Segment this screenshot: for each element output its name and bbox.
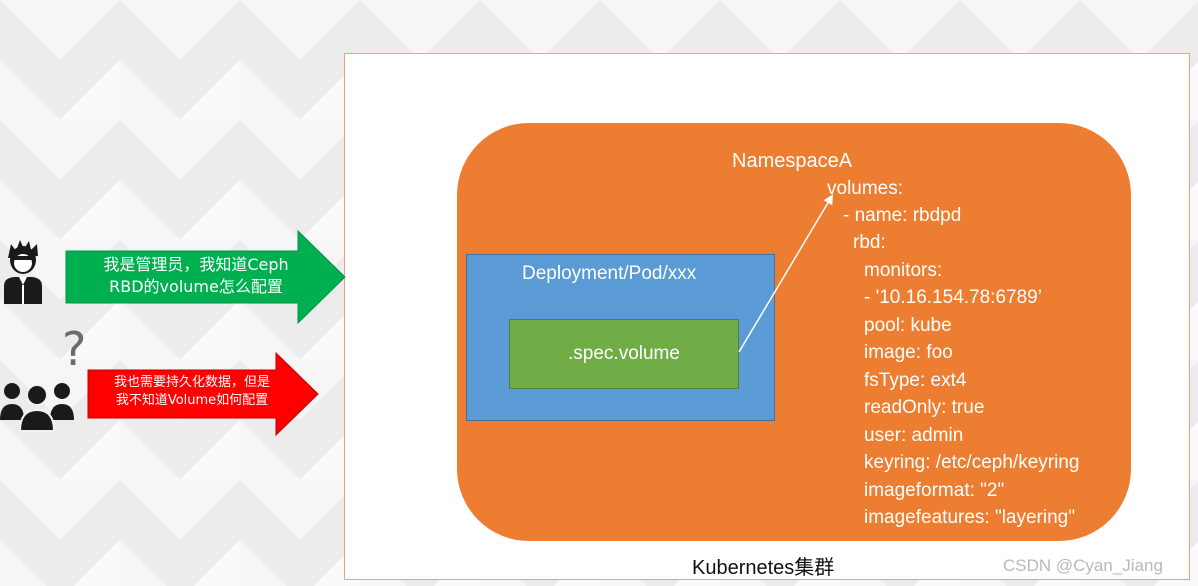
admin-callout-line2: RBD的volume怎么配置 <box>109 277 283 296</box>
spec-volume-label: .spec.volume <box>568 343 680 364</box>
admin-person-icon <box>4 240 42 304</box>
spec-volume-box: .spec.volume <box>509 319 739 389</box>
yaml-line: imageformat: "2" <box>864 480 1005 501</box>
user-group-icon <box>0 383 74 432</box>
user-callout-line1: 我也需要持久化数据，但是 <box>113 375 270 390</box>
yaml-line: monitors: <box>864 260 943 281</box>
yaml-line: rbd: <box>853 232 886 253</box>
yaml-line: image: foo <box>864 342 953 363</box>
yaml-line: - name: rbdpd <box>843 205 962 226</box>
watermark: CSDN @Cyan_Jiang <box>1003 556 1163 575</box>
user-callout-arrow <box>87 352 319 436</box>
admin-callout-text: 我是管理员，我知道Ceph RBD的volume怎么配置 <box>74 254 318 298</box>
yaml-line: user: admin <box>864 425 964 446</box>
yaml-line: pool: kube <box>864 315 952 336</box>
yaml-line: imagefeatures: "layering" <box>864 507 1075 528</box>
yaml-line: fsType: ext4 <box>864 370 967 391</box>
namespace-title: NamespaceA <box>732 150 853 172</box>
yaml-line: - '10.16.154.78:6789’ <box>864 287 1042 308</box>
yaml-line: volumes: <box>827 178 904 199</box>
yaml-line: readOnly: true <box>864 397 985 418</box>
admin-callout-arrow <box>65 230 346 324</box>
question-mark: ? <box>62 322 87 376</box>
deployment-title: Deployment/Pod/xxx <box>522 263 697 284</box>
yaml-line: keyring: /etc/ceph/keyring <box>864 452 1080 473</box>
cluster-label: Kubernetes集群 <box>692 557 835 579</box>
admin-callout-line1: 我是管理员，我知道Ceph <box>103 255 289 274</box>
user-callout-text: 我也需要持久化数据，但是 我不知道Volume如何配置 <box>94 374 290 410</box>
user-callout-line2: 我不知道Volume如何配置 <box>115 393 269 408</box>
